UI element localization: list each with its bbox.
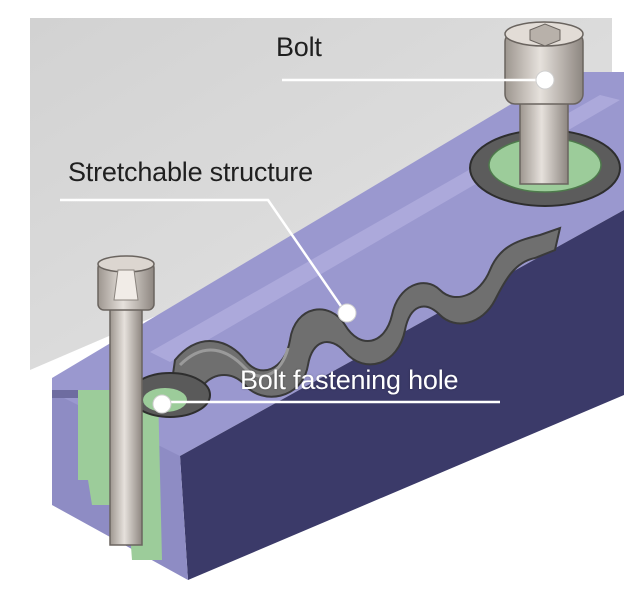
left-bolt [97,255,155,546]
label-stretchable-structure: Stretchable structure [68,157,313,187]
stretchable-structure-shape [168,226,562,406]
background-panel [30,18,612,370]
label-bolt: Bolt [276,32,322,62]
dark-block-face [180,210,624,580]
stretchable-leader-dot [337,303,357,323]
bolt-leader-dot [535,70,555,90]
structure-top-highlight [178,347,290,378]
stretchable-leader-line [60,198,347,313]
right-bolt [504,21,584,185]
fastening-hole-leader-dot [152,394,172,414]
label-bolt-fastening-hole: Bolt fastening hole [240,365,459,395]
